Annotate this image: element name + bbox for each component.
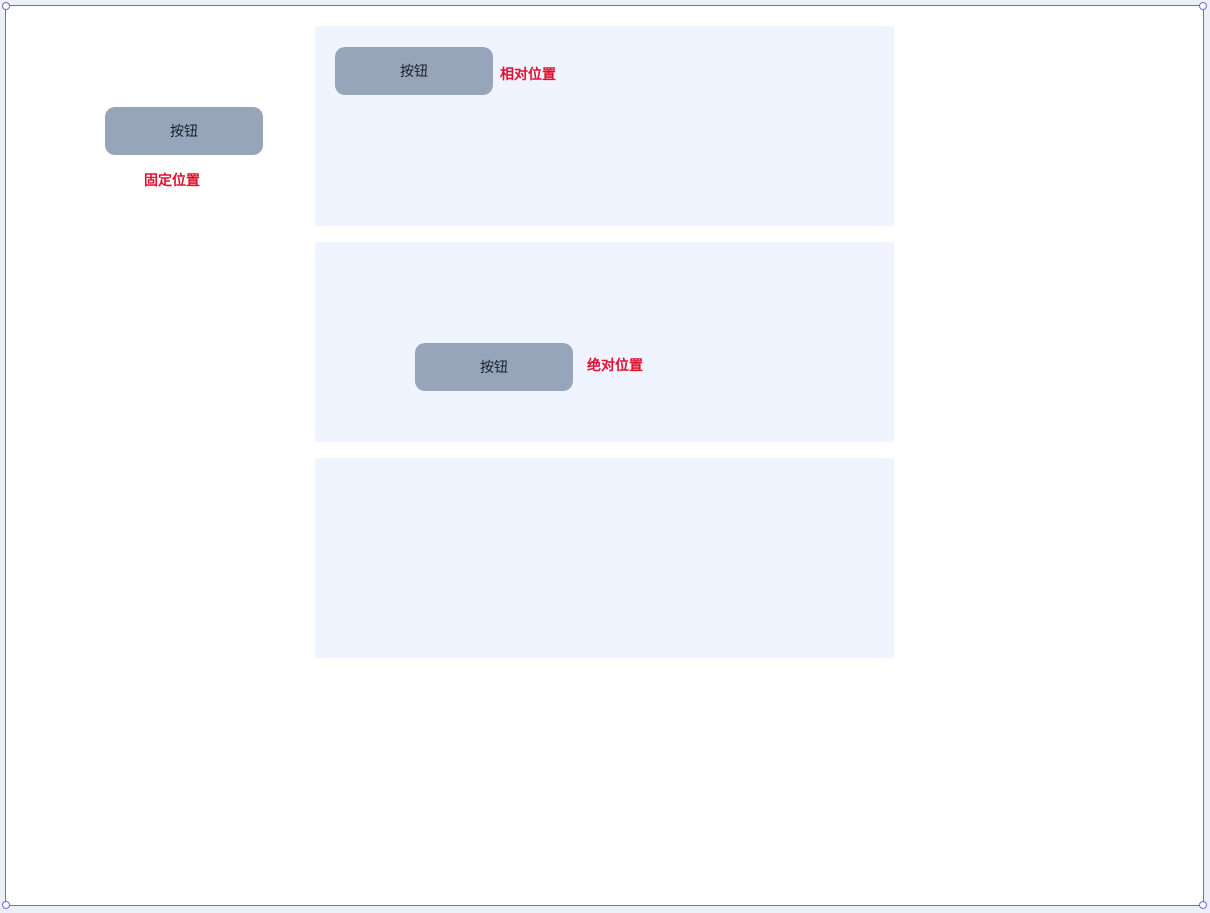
fixed-position-caption: 固定位置 [144,173,200,189]
fixed-position-button[interactable]: 按钮 [105,107,263,155]
resize-handle-top-right[interactable] [1199,2,1207,10]
relative-position-button[interactable]: 按钮 [335,47,493,95]
empty-panel [315,458,894,658]
relative-demo-panel: 按钮 相对位置 [315,26,894,226]
resize-handle-bottom-left[interactable] [2,901,10,909]
absolute-demo-panel: 按钮 绝对位置 [315,242,894,442]
resize-handle-top-left[interactable] [2,2,10,10]
relative-position-caption: 相对位置 [500,67,556,83]
absolute-position-caption: 绝对位置 [587,358,643,374]
resize-handle-bottom-right[interactable] [1199,901,1207,909]
absolute-position-button[interactable]: 按钮 [415,343,573,391]
